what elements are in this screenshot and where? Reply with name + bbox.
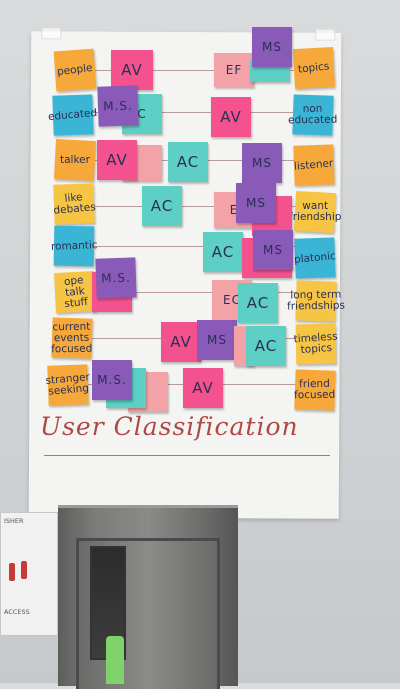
note-label: long term friendships xyxy=(287,288,346,313)
tag-text: EC xyxy=(223,293,241,307)
poster-footer: ACCESS xyxy=(4,608,30,616)
tag-text: AV xyxy=(192,379,214,397)
sticky-note-tag: MS xyxy=(197,320,237,360)
note-label: current events focused xyxy=(51,320,93,355)
sticky-note-tag: AV xyxy=(211,97,251,137)
note-label: ope talk stuff xyxy=(63,273,89,310)
sticky-note-right-6: long term friendships xyxy=(287,280,345,322)
connector-line xyxy=(88,112,300,113)
sticky-note-right-4: want friendship xyxy=(289,190,341,234)
note-label: stranger seeking xyxy=(44,371,91,398)
board-title: User Classification xyxy=(40,412,299,441)
sticky-note-left-8: stranger seeking xyxy=(45,364,90,406)
tag-text: MS xyxy=(252,156,272,170)
note-label: talker xyxy=(60,153,90,166)
sticky-note-tag: MS xyxy=(236,183,276,223)
sticky-note-right-8: friend focused xyxy=(294,369,336,411)
note-label: romantic xyxy=(50,238,98,253)
tape xyxy=(315,28,336,41)
note-label: listener xyxy=(293,156,335,173)
fire-hose-cabinet xyxy=(58,505,238,689)
tag-text: AC xyxy=(254,337,278,355)
tag-text: MS xyxy=(207,333,227,347)
sticky-note-left-1: people xyxy=(53,48,97,92)
sticky-note-left-2: educated xyxy=(48,94,98,136)
sticky-note-right-2: non educated xyxy=(288,94,338,136)
tag-text: AC xyxy=(150,197,174,215)
note-label: topics xyxy=(297,59,331,76)
tag-text: AC xyxy=(176,153,200,171)
note-label: non educated xyxy=(288,102,338,127)
tag-text: M.S. xyxy=(102,98,134,114)
sticky-note-tag: AC xyxy=(168,142,208,182)
sticky-note-tag: EF xyxy=(214,53,254,87)
fire-hose xyxy=(106,636,124,684)
sticky-note-tag: MS xyxy=(252,27,292,67)
note-label: educated xyxy=(47,106,99,123)
sticky-note-tag: AC xyxy=(142,186,182,226)
tag-text: AV xyxy=(106,151,128,169)
connector-line xyxy=(88,292,300,293)
connector-line xyxy=(88,70,300,71)
sticky-note-tag: M.S. xyxy=(95,257,137,299)
fire-extinguisher-icon xyxy=(9,563,15,581)
sticky-note-tag: MS xyxy=(242,143,282,183)
sticky-note-right-5: platonic xyxy=(293,237,337,279)
note-label: want friendship xyxy=(288,200,342,224)
fire-safety-poster: ISHER ACCESS xyxy=(0,512,58,636)
sticky-note-right-7: timeless topics xyxy=(293,323,338,365)
note-label: like debates xyxy=(52,191,97,217)
sticky-note-tag: AV xyxy=(97,140,137,180)
tag-text: MS xyxy=(262,40,282,54)
tag-text: AV xyxy=(220,108,242,126)
sticky-note-right-1: topics xyxy=(292,46,336,90)
sticky-note-right-3: listener xyxy=(293,144,335,186)
sticky-note-tag: M.S. xyxy=(97,85,139,127)
tag-text: AC xyxy=(246,294,270,312)
sticky-note-tag: M.S. xyxy=(92,360,132,400)
sticky-note-tag: AV xyxy=(111,50,153,90)
note-label: platonic xyxy=(293,249,337,266)
tag-text: C xyxy=(137,107,147,121)
sticky-note-left-6: ope talk stuff xyxy=(53,270,97,314)
tag-text: MS xyxy=(263,243,283,257)
tag-text: M.S. xyxy=(97,373,127,387)
tape xyxy=(41,27,62,40)
tag-text: MS xyxy=(246,196,266,210)
note-label: friend focused xyxy=(294,377,336,402)
tag-text: EF xyxy=(225,63,243,77)
sticky-note-tag: MS xyxy=(253,230,293,270)
tag-text: AV xyxy=(121,61,143,79)
tag-text: M.S. xyxy=(100,270,132,286)
tag-text: AC xyxy=(211,243,235,261)
sticky-note-left-7: current events focused xyxy=(51,317,93,359)
connector-line xyxy=(88,246,300,247)
note-label: timeless topics xyxy=(293,330,338,357)
poster-heading: ISHER xyxy=(4,517,24,525)
sticky-note-tag: AC xyxy=(246,326,286,366)
fire-extinguisher-icon xyxy=(21,561,27,579)
sticky-note-tag: AC xyxy=(203,232,243,272)
sticky-note-left-5: romantic xyxy=(50,225,98,267)
tag-text: E xyxy=(229,203,239,217)
sticky-note-tag: AV xyxy=(183,368,223,408)
sticky-note-left-3: talker xyxy=(53,138,97,182)
note-label: people xyxy=(56,61,94,78)
sticky-note-tag: AV xyxy=(161,322,201,362)
sticky-note-tag: AC xyxy=(238,283,278,323)
sticky-note-left-4: like debates xyxy=(53,183,96,225)
title-underline xyxy=(44,455,330,456)
tag-text: AV xyxy=(170,333,192,351)
connector-line xyxy=(88,206,300,207)
